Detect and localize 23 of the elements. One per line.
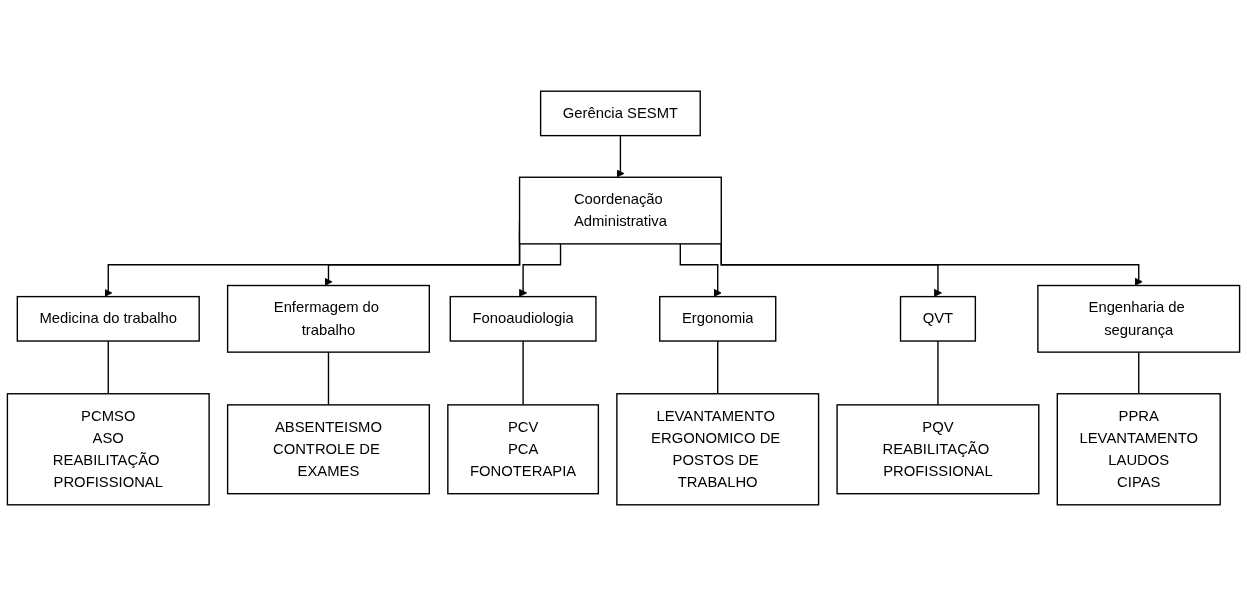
connector (717, 340, 719, 395)
connector (1138, 351, 1140, 395)
connector (937, 340, 939, 406)
node-box: Engenharia de segurança (1037, 284, 1241, 353)
node-box: Gerência SESMT (539, 90, 701, 137)
node-box: Fonoaudiologia (449, 295, 597, 342)
node-box: PQV REABILITAÇÃO PROFISSIONAL (836, 404, 1040, 495)
node-box: ABSENTEISMO CONTROLE DE EXAMES (226, 404, 431, 495)
connector (107, 340, 109, 395)
arrow (616, 134, 625, 178)
arrow (519, 243, 562, 297)
connector (327, 351, 330, 406)
node-box: Enfermagem do trabalho (226, 284, 431, 353)
node-box: Coordenação Administrativa (518, 176, 722, 245)
node-box: LEVANTAMENTO ERGONOMICO DE POSTOS DE TRABALHO (616, 393, 820, 506)
node-box: QVT (899, 295, 977, 342)
node-box: PCV PCA FONOTERAPIA (447, 404, 600, 495)
node-box: Ergonomia (659, 295, 777, 342)
node-box: Medicina do trabalho (16, 295, 200, 342)
arrow (679, 243, 722, 297)
node-box: PPRA LEVANTAMENTO LAUDOS CIPAS (1056, 393, 1221, 506)
connector (522, 340, 524, 406)
node-box: PCMSO ASO REABILITAÇÃO PROFISSIONAL (6, 393, 210, 506)
